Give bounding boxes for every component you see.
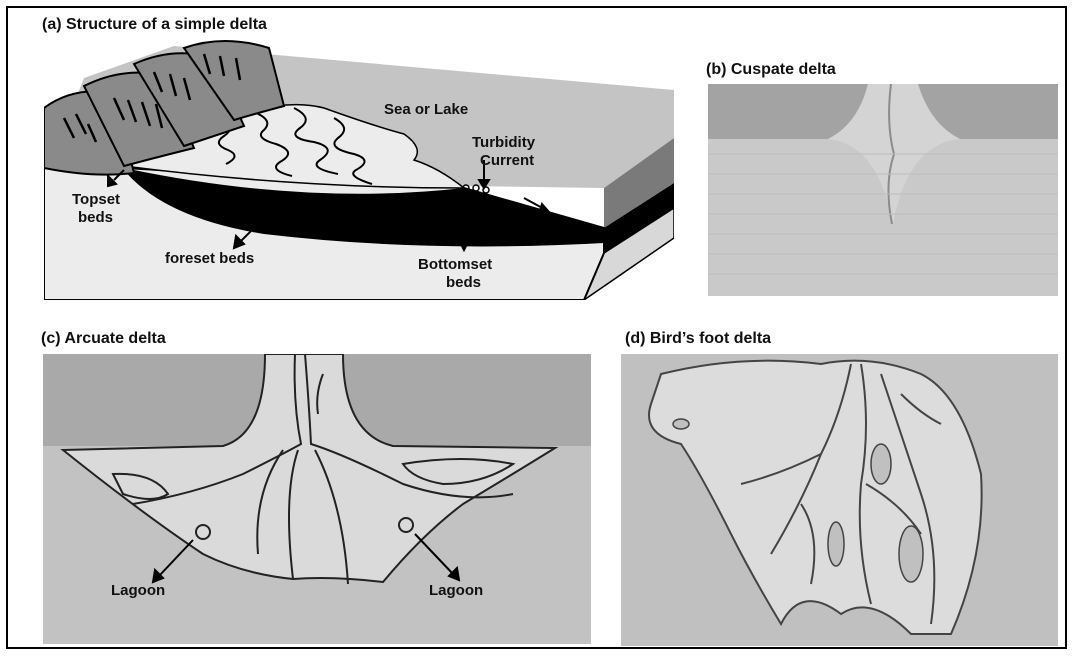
label-topset-line2: beds [78, 209, 113, 226]
label-bottomset-line1: Bottomset [418, 256, 492, 273]
label-lagoon-left: Lagoon [111, 582, 165, 599]
label-lagoon-right: Lagoon [429, 582, 483, 599]
label-turbidity-line1: Turbidity [472, 134, 535, 151]
label-sea-or-lake: Sea or Lake [384, 101, 468, 118]
panel-d-birds-foot-map [621, 354, 1058, 646]
label-topset-line1: Topset [72, 191, 120, 208]
panel-b-title: (b) Cuspate delta [706, 61, 836, 79]
panel-c-title: (c) Arcuate delta [41, 330, 166, 348]
label-turbidity-line2: Current [480, 152, 534, 169]
label-bottomset-line2: beds [446, 274, 481, 291]
panel-d-title: (d) Bird’s foot delta [625, 330, 771, 348]
label-foreset-beds: foreset beds [165, 250, 254, 267]
panel-c-arcuate-map [43, 354, 591, 644]
panel-b-cuspate-map [708, 84, 1058, 296]
panel-a-title: (a) Structure of a simple delta [42, 16, 267, 34]
arcuate-land-left [43, 354, 265, 446]
panel-a-block-diagram [44, 38, 674, 300]
arcuate-land-right [343, 354, 591, 446]
